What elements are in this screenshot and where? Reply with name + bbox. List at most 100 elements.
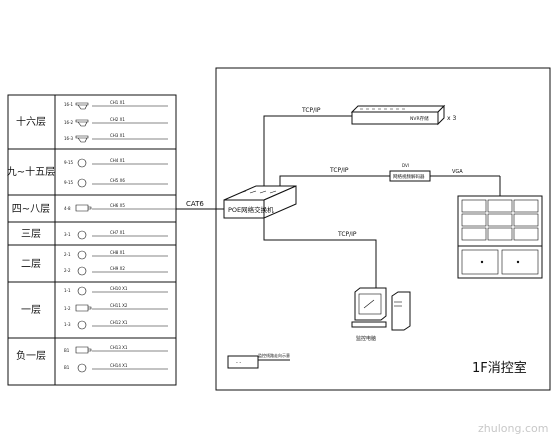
legend: - - 监控线路走向示意 — [227, 352, 290, 369]
monitor-icon — [487, 199, 513, 213]
camera-tag: 2-2 — [64, 268, 71, 273]
tcpip-label: TCP/IP — [337, 231, 357, 238]
switch-label: POE网络交换机 — [228, 205, 274, 214]
camera-row: 1-3 CH12 X1 — [64, 320, 168, 330]
camera-channel: CH5 X6 — [110, 178, 125, 183]
floor-label: 十六层 — [16, 115, 46, 128]
control-room-border — [215, 67, 551, 391]
vga-label: VGA — [452, 169, 463, 175]
poe-switch: POE网络交换机 — [223, 185, 297, 219]
camera-channel: CH2 X1 — [110, 117, 125, 122]
floor-label: 负一层 — [16, 349, 46, 362]
floor-label: 九~十五层 — [7, 165, 55, 178]
watermark: zhulong.com — [478, 422, 548, 435]
camera-tag: 1-3 — [64, 322, 71, 327]
camera-channel: CH8 X1 — [110, 250, 125, 255]
camera-channel: CH14 X1 — [110, 363, 128, 368]
switch-port-icon — [239, 190, 277, 194]
camera-channel: CH11 X2 — [110, 303, 128, 308]
dome-camera-icon — [77, 158, 87, 168]
video-wall — [457, 195, 543, 279]
camera-tag: 2-1 — [64, 252, 71, 257]
tcpip-label: TCP/IP — [329, 167, 349, 174]
pc-tower — [391, 291, 411, 331]
dome-camera-icon — [77, 230, 87, 240]
camera-channel: CH10 X1 — [110, 286, 128, 291]
camera-tag: B1 — [64, 348, 70, 353]
cat6-label: CAT6 — [186, 200, 204, 208]
camera-tag: B1 — [64, 365, 70, 370]
computer-monitor — [354, 287, 387, 321]
floor-panel-border — [7, 94, 177, 386]
monitor-icon — [487, 213, 513, 227]
tcpip-link-decoder — [279, 175, 390, 186]
camera-row: 9-15 CH4 X1 — [64, 158, 168, 168]
dome-camera-icon — [77, 266, 87, 276]
dome-camera-icon — [77, 320, 87, 330]
camera-tag: 4-8 — [64, 206, 71, 211]
camera-channel: CH4 X1 — [110, 158, 125, 163]
floor-label: 一层 — [21, 304, 41, 316]
camera-row: 2-2 CH9 X2 — [64, 266, 168, 276]
camera-tag: 3-1 — [64, 232, 71, 237]
legend-swatch-mark: - - — [236, 360, 241, 366]
monitor-icon — [461, 213, 487, 227]
monitor-icon — [461, 199, 487, 213]
camera-row: 2-1 CH8 X1 — [64, 250, 168, 260]
legend-text: 监控线路走向示意 — [258, 352, 290, 358]
camera-row: B1 CH14 X1 — [64, 363, 168, 373]
dome-camera-icon — [77, 363, 87, 373]
camera-row: 9-15 CH5 X6 — [64, 178, 168, 188]
switch-side-face — [263, 185, 297, 219]
dome-camera-icon — [77, 286, 87, 296]
camera-channel: CH6 X5 — [110, 203, 125, 208]
decoder-label: 网络视频解码器 — [393, 173, 425, 180]
bullet-camera-icon — [75, 304, 92, 312]
monitoring-computer: 监控电脑 — [351, 287, 411, 342]
camera-channel: CH12 X1 — [110, 320, 128, 325]
dvi-label: DVI — [402, 163, 409, 168]
camera-row: 16-3 CH3 X1 — [64, 133, 168, 143]
monitor-icon — [461, 227, 487, 241]
bullet-camera-icon — [75, 204, 92, 212]
floor-label: 三层 — [21, 228, 41, 240]
cabinet-handle — [480, 260, 484, 264]
dome-camera-icon — [75, 119, 89, 127]
nvr-side-face — [437, 104, 445, 126]
dome-camera-icon — [75, 102, 89, 110]
monitor-icon — [487, 227, 513, 241]
monitor-icon — [513, 199, 539, 213]
video-wall-frame — [457, 195, 543, 279]
room-title: 1F消控室 — [472, 360, 527, 376]
camera-tag: 1-1 — [64, 288, 71, 293]
floor-label: 二层 — [21, 258, 41, 270]
camera-channel: CH1 X1 — [110, 100, 125, 105]
camera-channel: CH7 X1 — [110, 230, 125, 235]
camera-row: 1-1 CH10 X1 — [64, 286, 168, 296]
keyboard — [351, 321, 387, 328]
screen-glare — [363, 299, 375, 309]
camera-row: 16-2 CH2 X1 — [64, 117, 168, 127]
monitor-screen — [358, 293, 382, 315]
camera-channel: CH3 X1 — [110, 133, 125, 138]
legend-swatch — [227, 355, 259, 369]
dome-camera-icon — [75, 135, 89, 143]
monitor-icon — [513, 227, 539, 241]
tcpip-link-computer — [263, 218, 377, 290]
camera-row: 1-2 CH11 X2 — [64, 303, 168, 312]
cabinet-door — [461, 249, 499, 275]
tcpip-label: TCP/IP — [301, 107, 321, 114]
camera-row: B1 CH13 X1 — [64, 345, 168, 354]
cabinet-door — [501, 249, 539, 275]
camera-channel: CH9 X2 — [110, 266, 125, 271]
camera-tag: 16-3 — [64, 136, 74, 141]
camera-tag: 9-15 — [64, 180, 74, 185]
nvr-qty: x 3 — [447, 115, 456, 122]
camera-tag: 16-1 — [64, 102, 74, 107]
camera-row: 4-8 CH6 X5 — [64, 203, 176, 212]
cabinet-handle — [516, 260, 520, 264]
camera-tag: 1-2 — [64, 306, 71, 311]
floor-panel: 十六层 九~十五层 四~八层 三层 二层 一层 负一层 — [7, 94, 177, 386]
floor-label: 四~八层 — [12, 203, 50, 215]
